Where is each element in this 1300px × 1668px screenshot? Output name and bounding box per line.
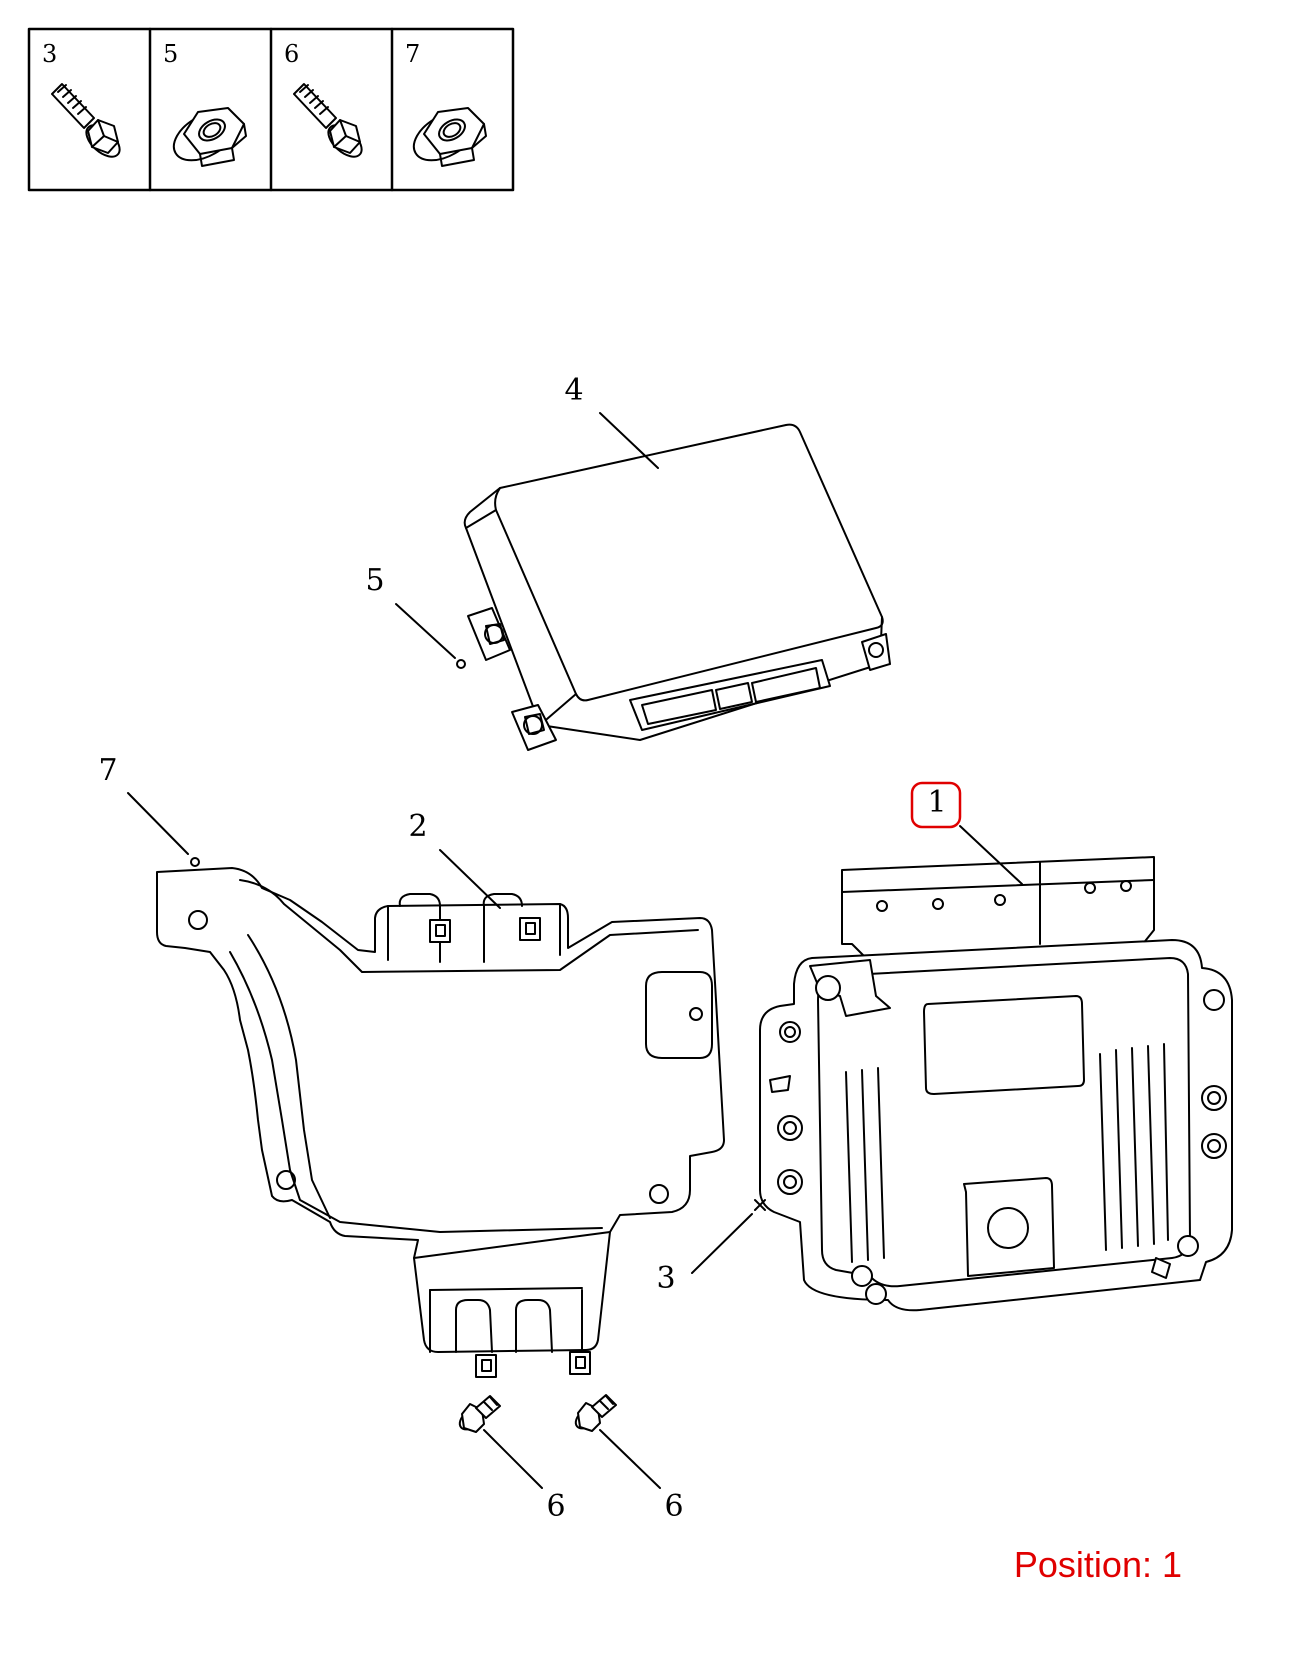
callout-2: 2 (408, 809, 427, 844)
callout-4: 4 (564, 373, 583, 408)
flange-bolt-icon (293, 83, 363, 158)
flange-bolt-icon (51, 83, 121, 158)
legend-number-7: 7 (405, 40, 420, 68)
callout-7: 7 (98, 753, 117, 788)
leader-6-right (599, 1429, 661, 1489)
leader-lines (127, 412, 1023, 1489)
parts-legend: 3 5 6 7 (27, 27, 515, 192)
legend-number-3: 3 (42, 40, 57, 68)
legend-number-5: 5 (163, 40, 178, 68)
nut-5-marker (456, 659, 466, 669)
leader-1 (959, 825, 1023, 885)
callout-5: 5 (365, 563, 384, 598)
leader-3 (691, 1213, 753, 1274)
flange-nut-icon (412, 107, 487, 167)
leader-4 (599, 412, 659, 469)
bolt-6-left (458, 1395, 501, 1433)
callout-3: 3 (656, 1261, 675, 1296)
legend-number-6: 6 (284, 40, 299, 68)
callout-1: 1 (927, 785, 946, 820)
callout-6-left: 6 (546, 1489, 565, 1524)
leader-7 (127, 792, 189, 855)
bolt-6-right (574, 1394, 617, 1432)
flange-nut-icon (172, 107, 247, 167)
callout-6-right: 6 (664, 1489, 683, 1524)
ecu-part-1 (759, 856, 1233, 1312)
bracket-part-2 (156, 867, 725, 1378)
control-module-part-4 (463, 423, 891, 751)
leader-2 (439, 849, 501, 909)
leader-5 (395, 603, 456, 659)
leader-6-left (483, 1429, 543, 1489)
nut-7-marker (190, 857, 200, 867)
position-label: Position: 1 (1013, 1544, 1182, 1585)
position-highlight-box[interactable] (910, 781, 962, 829)
bolt-3-marker (754, 1199, 766, 1211)
